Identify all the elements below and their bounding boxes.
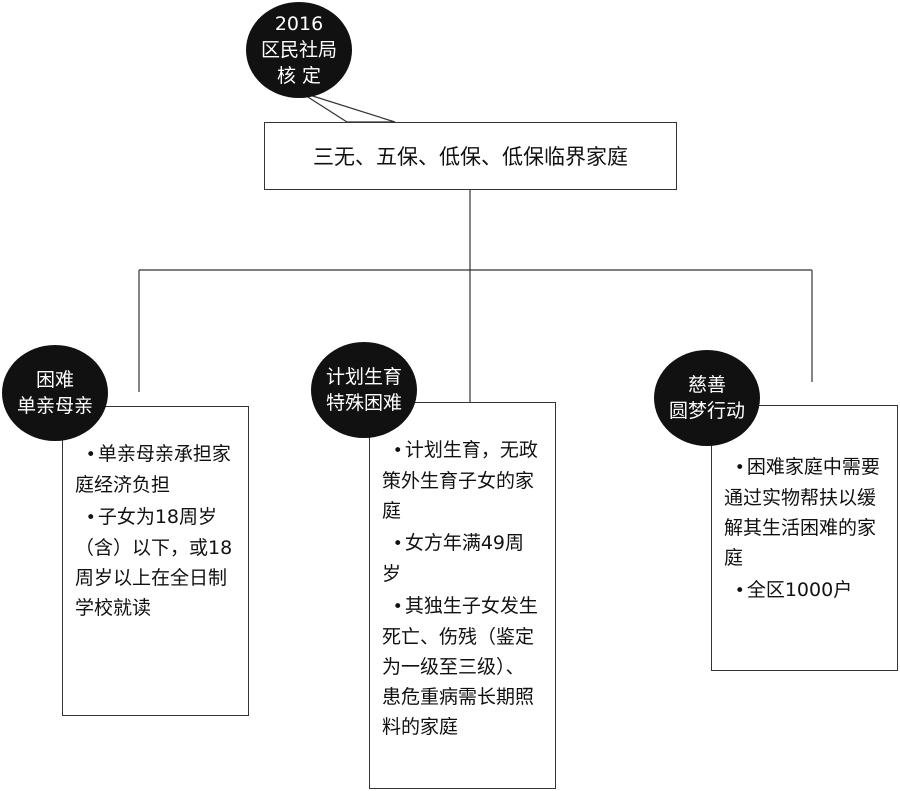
- criteria-item: •子女为18周岁（含）以下，或18周岁以上在全日制学校就读: [75, 502, 236, 623]
- bullet-icon: •: [75, 445, 96, 465]
- branch-badge-charity-dream: 慈善 圆梦行动: [654, 350, 760, 446]
- bullet-icon: •: [724, 458, 745, 478]
- root-node-label: 三无、五保、低保、低保临界家庭: [313, 145, 628, 169]
- branch-title-line: 圆梦行动: [668, 400, 745, 422]
- bullet-icon: •: [724, 581, 745, 601]
- branch-panel-single-mother: •单亲母亲承担家庭经济负担 •子女为18周岁（含）以下，或18周岁以上在全日制学…: [62, 406, 249, 716]
- criteria-item: •全区1000户: [724, 575, 885, 606]
- bullet-icon: •: [75, 508, 96, 528]
- branch-title-line: 慈善: [687, 374, 726, 396]
- year-badge: 2016 区民社局 核 定: [246, 2, 352, 98]
- bullet-icon: •: [382, 597, 403, 617]
- criteria-text: 计划生育，无政策外生育子女的家庭: [382, 439, 538, 522]
- badge-line: 2016: [274, 13, 324, 35]
- callout-pointer: [299, 91, 396, 123]
- criteria-text: 子女为18周岁（含）以下，或18周岁以上在全日制学校就读: [75, 506, 233, 619]
- branch-title-line: 计划生育: [325, 366, 402, 388]
- criteria-item: •单亲母亲承担家庭经济负担: [75, 439, 236, 500]
- criteria-text: 其独生子女发生死亡、伤残（鉴定为一级至三级）、患危重病需长期照料的家庭: [382, 595, 538, 738]
- branch-panel-charity-dream: •困难家庭中需要通过实物帮扶以缓解其生活困难的家庭 •全区1000户: [711, 405, 898, 671]
- branch-title-line: 困难: [35, 369, 74, 391]
- criteria-text: 全区1000户: [746, 579, 853, 601]
- criteria-text: 困难家庭中需要通过实物帮扶以缓解其生活困难的家庭: [724, 456, 880, 569]
- branch-badge-family-planning: 计划生育 特殊困难: [311, 342, 417, 438]
- branch-panel-family-planning: •计划生育，无政策外生育子女的家庭 •女方年满49周岁 •其独生子女发生死亡、伤…: [369, 402, 556, 789]
- criteria-item: •困难家庭中需要通过实物帮扶以缓解其生活困难的家庭: [724, 452, 885, 573]
- bullet-icon: •: [382, 441, 403, 461]
- badge-line: 区民社局: [260, 39, 337, 61]
- branch-title-line: 单亲母亲: [16, 395, 93, 417]
- criteria-item: •计划生育，无政策外生育子女的家庭: [382, 435, 543, 526]
- criteria-text: 单亲母亲承担家庭经济负担: [75, 443, 231, 496]
- badge-line: 核 定: [276, 65, 322, 87]
- criteria-item: •女方年满49周岁: [382, 528, 543, 589]
- criteria-item: •其独生子女发生死亡、伤残（鉴定为一级至三级）、患危重病需长期照料的家庭: [382, 591, 543, 742]
- criteria-text: 女方年满49周岁: [382, 532, 525, 585]
- branch-badge-single-mother: 困难 单亲母亲: [2, 345, 108, 441]
- bullet-icon: •: [382, 534, 403, 554]
- branch-title-line: 特殊困难: [325, 392, 402, 414]
- root-node: 三无、五保、低保、低保临界家庭: [264, 122, 677, 190]
